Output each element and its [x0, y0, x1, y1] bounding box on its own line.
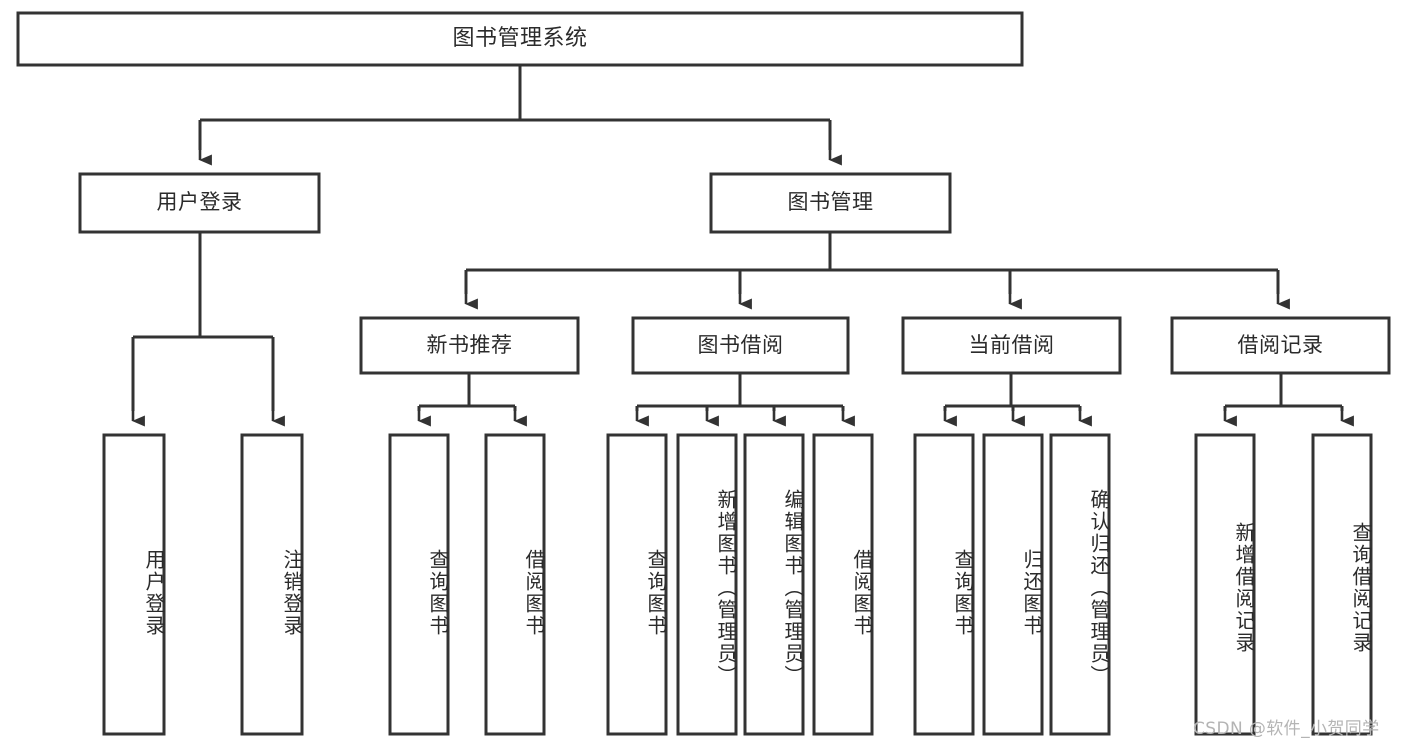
node-box-book-manage[interactable]: [709, 172, 952, 234]
node-box-leaf-query-record[interactable]: [1311, 433, 1373, 736]
node-box-new-book-rec[interactable]: [359, 316, 580, 375]
node-box-leaf-borrow-book-2[interactable]: [812, 433, 874, 736]
node-box-borrow-record[interactable]: [1170, 316, 1391, 375]
node-box-leaf-return-book[interactable]: [982, 433, 1044, 736]
node-box-leaf-add-book[interactable]: [676, 433, 738, 736]
node-box-leaf-logout[interactable]: [240, 433, 304, 736]
node-box-leaf-query-book-2[interactable]: [606, 433, 668, 736]
node-box-leaf-user-login[interactable]: [102, 433, 166, 736]
node-box-user-login[interactable]: [78, 172, 321, 234]
node-box-leaf-query-book-3[interactable]: [913, 433, 975, 736]
node-box-book-borrow[interactable]: [631, 316, 850, 375]
node-box-leaf-confirm-return[interactable]: [1049, 433, 1111, 736]
node-box-leaf-add-record[interactable]: [1194, 433, 1256, 736]
node-box-leaf-edit-book[interactable]: [743, 433, 805, 736]
node-box-leaf-query-book-1[interactable]: [388, 433, 450, 736]
watermark-text: CSDN @软件_小贺同学: [1193, 719, 1380, 739]
node-box-root[interactable]: [16, 11, 1024, 67]
node-box-current-borrow[interactable]: [901, 316, 1122, 375]
node-box-leaf-borrow-book-1[interactable]: [484, 433, 546, 736]
